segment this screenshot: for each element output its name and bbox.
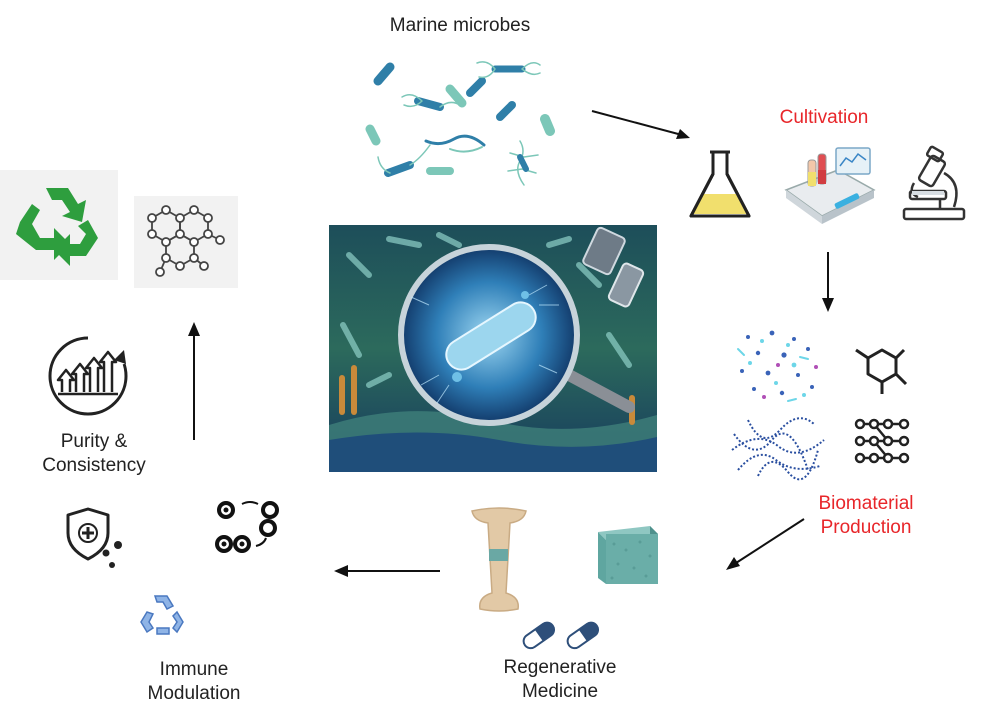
arrow-to-immune — [334, 565, 440, 577]
capsule-icon — [522, 621, 600, 650]
recycle-green-icon — [16, 188, 98, 266]
label-regenerative-medicine: Regenerative Medicine — [480, 656, 640, 704]
arrow-to-regenerative — [726, 518, 805, 570]
shield-plus-icon — [66, 507, 122, 568]
microscope-icon — [902, 145, 966, 221]
label-cultivation: Cultivation — [779, 107, 869, 128]
fiber-network-icon — [731, 417, 825, 481]
molecule-icon — [855, 348, 908, 394]
scaffold-cube-icon — [598, 526, 658, 584]
label-biomaterial-line2: Production — [820, 517, 912, 538]
particles-icon — [737, 330, 818, 402]
label-marine-microbes: Marine microbes — [389, 15, 531, 36]
growth-chart-icon — [48, 335, 128, 416]
arrow-to-recycle — [188, 322, 200, 440]
node-network-icon — [854, 418, 910, 464]
central-microbe-magnifier-image — [329, 225, 657, 472]
bone-implant-icon — [471, 507, 527, 612]
cell-cycle-icon — [215, 501, 279, 553]
label-immune-line2: Modulation — [147, 683, 241, 704]
label-immune-line1: Immune — [159, 659, 229, 680]
lab-device-icon — [784, 147, 876, 224]
label-purity-line1: Purity & — [60, 431, 128, 452]
label-regenerative-line1: Regenerative — [503, 657, 617, 678]
flask-icon — [689, 150, 751, 218]
hexagon-lattice-icon — [147, 205, 225, 277]
arrow-to-cultivation — [591, 110, 690, 139]
label-purity-consistency: Purity & Consistency — [14, 430, 174, 478]
label-biomaterial-line1: Biomaterial — [818, 493, 914, 514]
arrow-to-biomaterial — [822, 252, 834, 312]
label-immune-modulation: Immune Modulation — [114, 658, 274, 706]
label-regenerative-line2: Medicine — [521, 681, 599, 702]
label-purity-line2: Consistency — [42, 455, 146, 476]
label-biomaterial-production: Biomaterial Production — [796, 492, 936, 540]
microbe-cluster-icon — [365, 61, 555, 186]
recycle-blue-icon — [140, 595, 184, 635]
